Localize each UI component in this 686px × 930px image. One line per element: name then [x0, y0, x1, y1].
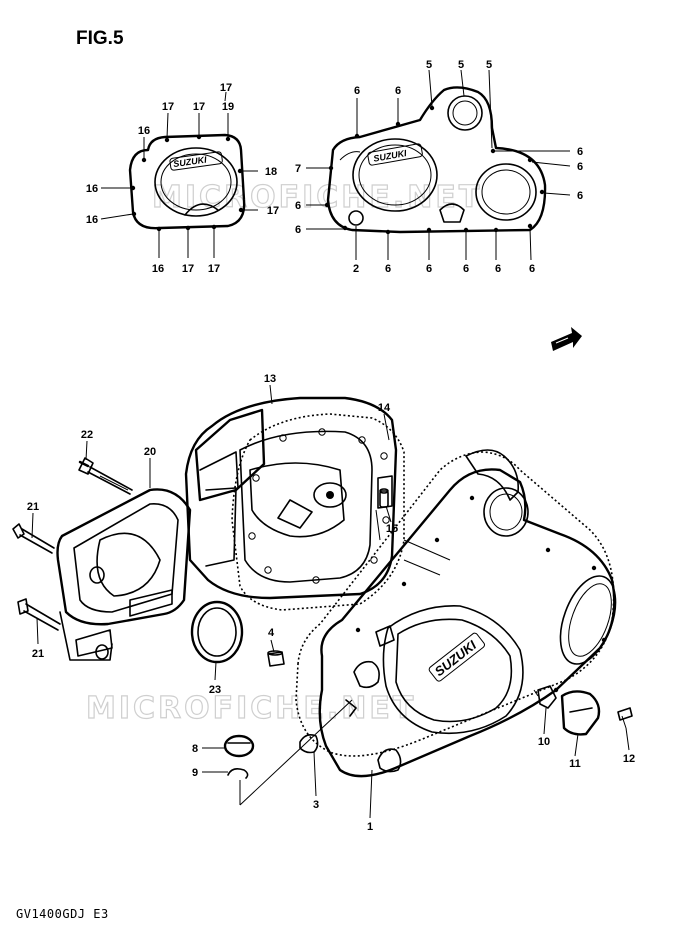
callout-8: 8 [192, 743, 198, 755]
part-14-gasket [231, 413, 405, 611]
large-cover-logo: SUZUKI [373, 148, 408, 164]
part-9-o-ring [227, 768, 249, 779]
callout-top-5a: 5 [426, 59, 432, 71]
model-code: GV1400GDJ E3 [16, 907, 109, 921]
part-13-housing [184, 396, 398, 600]
housing-bolt-holes [248, 428, 390, 584]
callout-top-6j: 6 [463, 263, 469, 275]
part-12-screw [617, 707, 633, 729]
main-cover-bolts [355, 495, 607, 693]
callout-23: 23 [209, 684, 221, 696]
callout-top-17c: 17 [193, 101, 205, 113]
callout-9: 9 [192, 767, 198, 779]
callout-top-5b: 5 [458, 59, 464, 71]
callout-top-17d: 17 [267, 205, 279, 217]
watermark-top: MICROFICHE.NET [152, 180, 482, 215]
part-11-cap [560, 690, 601, 736]
callout-top-19: 19 [222, 101, 234, 113]
top-small-cover: SUZUKI [128, 133, 246, 232]
part-10-switch [533, 685, 557, 709]
forward-arrow-icon [551, 327, 582, 351]
callout-top-17a: 17 [220, 82, 232, 94]
callout-top-6f: 6 [295, 200, 301, 212]
callout-20: 20 [144, 446, 156, 458]
watermark-bottom: MICROFICHE.NET [86, 691, 416, 726]
callout-10: 10 [538, 736, 550, 748]
part-21-bolt-upper [12, 523, 55, 554]
callout-top-6i: 6 [426, 263, 432, 275]
part-15-dowel [379, 488, 389, 508]
part-20-cover-plate [56, 488, 192, 661]
small-cover-bolts [130, 134, 244, 232]
callout-21b: 21 [32, 648, 44, 660]
callout-22: 22 [81, 429, 93, 441]
callout-top-6a: 6 [354, 85, 360, 97]
callout-top-17e: 17 [182, 263, 194, 275]
callout-top-7: 7 [295, 163, 301, 175]
callout-top-18: 18 [265, 166, 277, 178]
callout-top-6b: 6 [395, 85, 401, 97]
part-21-bolt-lower [17, 598, 61, 631]
callout-top-6d: 6 [577, 161, 583, 173]
callout-14: 14 [378, 402, 391, 414]
callout-top-2: 2 [353, 263, 359, 275]
callout-top-6k: 6 [495, 263, 501, 275]
callout-top-16d: 16 [152, 263, 164, 275]
part-8-filler-cap [223, 734, 255, 758]
callout-top-16b: 16 [86, 183, 98, 195]
small-cover-logo: SUZUKI [173, 155, 208, 170]
part-4-dowel [267, 650, 285, 667]
callout-top-16c: 16 [86, 214, 98, 226]
part-23-seal [190, 600, 244, 664]
callout-top-6g: 6 [295, 224, 301, 236]
callout-13: 13 [264, 373, 276, 385]
callout-top-5c: 5 [486, 59, 492, 71]
part-1-clutch-cover: SUZUKI [299, 449, 617, 778]
figure-title: FIG.5 [76, 28, 124, 49]
leader-lines [31, 69, 630, 819]
large-cover-bolts [324, 105, 545, 235]
callout-labels: 17 17 17 19 16 16 16 18 17 16 17 17 6 6 … [27, 59, 635, 833]
callout-15: 15 [386, 523, 398, 535]
callout-12: 12 [623, 753, 635, 765]
callout-1: 1 [367, 821, 373, 833]
callout-top-17b: 17 [162, 101, 174, 113]
callout-4: 4 [268, 627, 275, 639]
callout-11: 11 [569, 758, 581, 770]
callout-top-17f: 17 [208, 263, 220, 275]
callout-top-16a: 16 [138, 125, 150, 137]
part-22-bolt [78, 457, 133, 495]
callout-top-6e: 6 [577, 190, 583, 202]
callout-top-6l: 6 [529, 263, 535, 275]
callout-3: 3 [313, 799, 319, 811]
callout-top-6c: 6 [577, 146, 583, 158]
callout-top-6h: 6 [385, 263, 391, 275]
callout-21a: 21 [27, 501, 39, 513]
main-cover-logo: SUZUKI [432, 637, 480, 679]
